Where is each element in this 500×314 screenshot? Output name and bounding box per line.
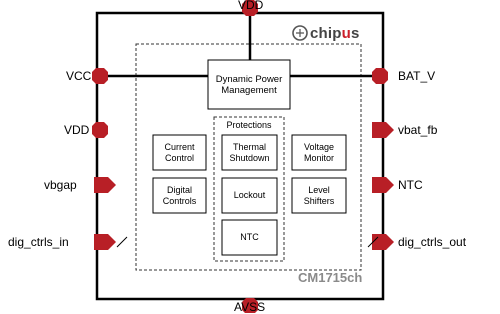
logo-highlight: u [341,25,352,42]
pin-label-bat-v: BAT_V [398,69,436,83]
pin-vcc [92,68,108,84]
thermal-shutdown-label: Thermal Shutdown [229,141,270,163]
pin-vbgap [94,177,116,193]
level-shifters-label: Level Shifters [303,184,335,206]
pin-vdd-top [242,0,258,16]
pin-ntc [372,177,394,193]
pin-label-vdd-top: VDD [238,0,264,12]
lockout-block [221,177,278,214]
chipus-logo-icon [292,25,308,41]
current-control-block [152,134,207,171]
pin-label-vdd-left: VDD [64,123,90,137]
pin-avss [242,298,258,313]
pin-vbat-fb [372,122,394,138]
logo-suffix: s [351,25,360,42]
pin-label-dig-ctrls-in: dig_ctrls_in [8,235,69,249]
thermal-shutdown-block [221,134,278,171]
ntc-block [221,219,278,256]
ntc-label: NTC [240,232,259,242]
pin-label-vbgap: vbgap [44,178,77,192]
chip-outline [95,11,385,301]
pin-label-vbat-fb: vbat_fb [398,123,438,137]
digital-controls-block [152,177,207,214]
voltage-monitor-block [291,134,347,171]
dpm-block [207,59,291,110]
pin-bat-v [372,68,388,84]
core-dashed-outline [135,43,362,271]
dpm-label: Dynamic Power Management [215,73,283,96]
logo-prefix: chip [310,25,342,42]
chip-name: CM1715ch [298,270,363,285]
protections-dashed-outline [213,116,285,262]
lockout-label: Lockout [233,190,266,200]
pin-label-ntc: NTC [398,178,423,192]
level-shifters-block [291,177,347,214]
voltage-monitor-label: Voltage Monitor [303,141,335,163]
chipus-logo: chipus [310,25,360,42]
digital-controls-label: Digital Controls [162,184,197,206]
bus-marker-out [367,236,379,248]
pin-vdd-left [92,122,108,138]
pin-dig-ctrls-in [94,234,116,250]
pin-label-dig-ctrls-out: dig_ctrls_out [398,235,467,249]
current-control-label: Current Control [164,141,195,163]
pin-label-avss: AVSS [234,300,266,314]
pin-dig-ctrls-out [372,234,394,250]
bus-marker-in [116,236,128,248]
protections-title: Protections [226,119,272,130]
pin-label-vcc: VCC [66,69,92,83]
